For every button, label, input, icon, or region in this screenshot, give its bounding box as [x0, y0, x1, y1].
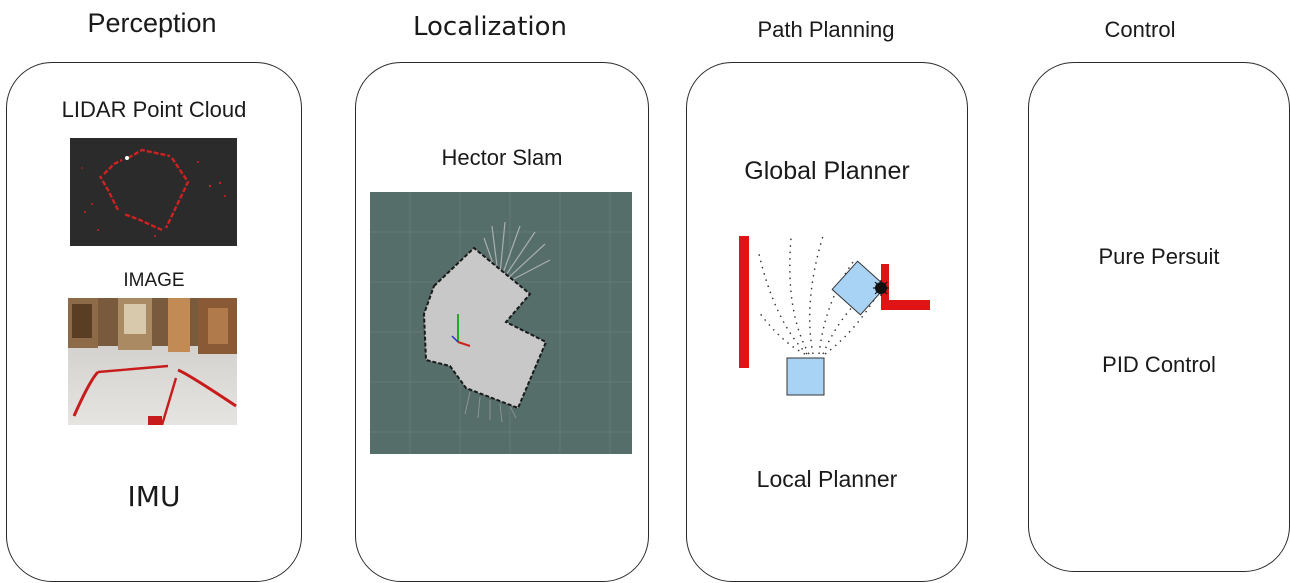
imu-label: IMU [127, 480, 181, 513]
global-planner-label: Global Planner [744, 157, 910, 185]
path-planning-diagram [739, 235, 930, 396]
goal-box [831, 260, 887, 316]
pid-control-label: PID Control [1102, 352, 1216, 377]
localization-title: Localization [413, 12, 567, 42]
control-panel [1028, 62, 1290, 572]
robot-box [786, 357, 825, 396]
perception-title: Perception [87, 8, 217, 38]
path-planning-panel [686, 62, 968, 582]
control-title: Control [1104, 17, 1176, 42]
image-label: IMAGE [123, 270, 185, 291]
lidar-point-cloud-label: LIDAR Point Cloud [61, 97, 247, 122]
local-planner-label: Local Planner [756, 466, 898, 492]
lidar-point-cloud-image [70, 138, 237, 246]
obstacle-wall [739, 236, 749, 368]
obstacle-corner [881, 264, 930, 310]
path-planning-title: Path Planning [757, 17, 895, 42]
hector-slam-map [370, 192, 632, 454]
camera-image [68, 298, 237, 425]
hector-slam-label: Hector Slam [441, 145, 563, 170]
pure-pursuit-label: Pure Persuit [1098, 244, 1220, 269]
